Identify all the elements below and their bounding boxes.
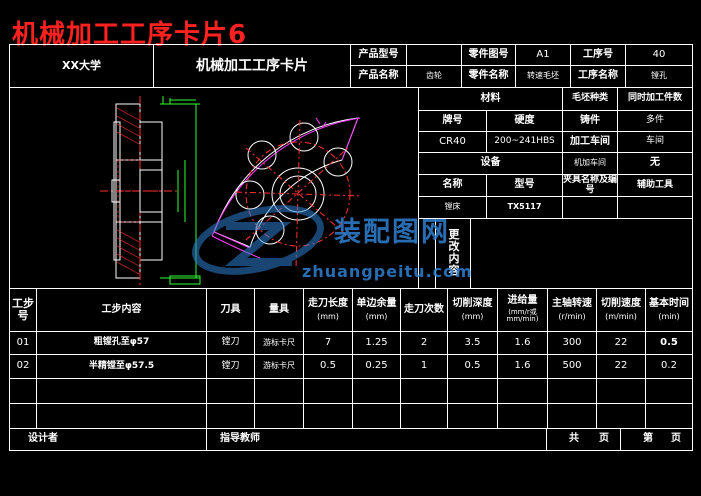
page-no-suffix: 页 xyxy=(671,433,681,445)
step-1-length: 7 xyxy=(324,336,332,348)
designer-label: 设计者 xyxy=(28,433,58,445)
workshop-value: 车间 xyxy=(645,136,664,147)
part-no-value: A1 xyxy=(536,48,550,60)
step-2-speed: 22 xyxy=(614,360,628,372)
same-time-label: 同时加工件数 xyxy=(627,93,682,104)
speed-unit: (m/min) xyxy=(605,311,637,321)
workshop-label: 加工车间 xyxy=(570,135,610,147)
speed-label: 切削速度 xyxy=(601,298,641,310)
step-2-time: 0.2 xyxy=(661,360,677,372)
step-2-content: 半精镗至φ57.5 xyxy=(88,360,155,371)
time-unit: (min) xyxy=(658,311,680,321)
part-name-label: 零件名称 xyxy=(468,70,509,82)
step-2-spindle: 500 xyxy=(562,360,582,372)
process-name-value: 镗孔 xyxy=(651,71,667,81)
total-label: 共 xyxy=(569,433,579,445)
part-name-value: 转速毛坯 xyxy=(527,71,559,81)
process-name-label: 工序名称 xyxy=(578,70,618,82)
blank-type-label: 毛坯种类 xyxy=(571,93,608,104)
card-title: 机械加工工序卡片 xyxy=(196,57,308,74)
material-label: 材料 xyxy=(480,92,501,104)
step-1-allowance: 1.25 xyxy=(365,336,388,348)
feed-label: 进给量 xyxy=(507,295,538,307)
process-no-value: 40 xyxy=(652,48,666,60)
step-2-no: 02 xyxy=(16,360,30,372)
step-2-feed: 1.6 xyxy=(514,360,531,372)
hardness-label: 硬度 xyxy=(514,114,535,126)
content-header: 工步内容 xyxy=(101,303,142,315)
step-1-tool: 镗刀 xyxy=(221,337,240,348)
spindle-unit: (r/min) xyxy=(558,311,586,321)
gear-side-view xyxy=(100,96,201,286)
allowance-label: 单边余量 xyxy=(356,298,397,310)
model-label: 型号 xyxy=(514,179,535,191)
grade-label: 牌号 xyxy=(442,114,463,126)
step-2-allowance: 0.25 xyxy=(365,360,388,372)
process-no-label: 工序号 xyxy=(583,48,613,60)
grade-value: CR40 xyxy=(439,135,466,147)
gauge-header: 量具 xyxy=(269,303,289,315)
time-label: 基本时间 xyxy=(649,298,689,310)
casting-label: 铸件 xyxy=(580,114,600,126)
depth-label: 切削深度 xyxy=(452,298,493,310)
fixture-label: 夹具名称及编号 xyxy=(563,175,618,195)
step-2-length: 0.5 xyxy=(320,360,336,372)
step-1-spindle: 300 xyxy=(562,336,582,348)
allowance-header: 单边余量 (mm) xyxy=(353,289,400,331)
step-2-passes: 1 xyxy=(420,360,428,372)
feed-unit: (mm/r或mm/min) xyxy=(506,307,539,324)
spindle-label: 主轴转速 xyxy=(552,298,592,310)
equip-name-value: 镗床 xyxy=(444,202,461,212)
travel-length-header: 走刀长度 (mm) xyxy=(304,289,352,331)
tool-header: 刀具 xyxy=(220,303,241,315)
product-model-label: 产品型号 xyxy=(358,48,399,60)
product-name-label: 产品名称 xyxy=(358,70,399,82)
change-label: 更改内容 xyxy=(448,227,460,278)
allowance-unit: (mm) xyxy=(365,311,388,321)
watermark-brand: 装配图网 xyxy=(334,217,450,248)
spindle-header: 主轴转速 (r/min) xyxy=(548,289,596,331)
step-1-depth: 3.5 xyxy=(464,336,481,348)
travel-length-label: 走刀长度 xyxy=(308,298,348,310)
equipment-label: 设备 xyxy=(480,157,501,169)
name-label: 名称 xyxy=(442,179,463,191)
product-name-value: 齿轮 xyxy=(426,71,442,81)
step-no-header: 工步号 xyxy=(12,297,34,322)
multi-label: 多件 xyxy=(645,115,664,126)
advisor-label: 指导教师 xyxy=(220,433,260,445)
school-name: XX大学 xyxy=(62,59,101,73)
speed-header: 切削速度 (m/min) xyxy=(597,289,645,331)
none-label: 无 xyxy=(650,157,660,169)
step-2-gauge: 游标卡尺 xyxy=(263,361,295,371)
depth-unit: (mm) xyxy=(461,311,484,321)
step-1-no: 01 xyxy=(16,336,30,348)
step-1-feed: 1.6 xyxy=(514,336,531,348)
step-2-depth: 0.5 xyxy=(464,360,481,372)
step-1-passes: 2 xyxy=(420,336,428,348)
depth-header: 切削深度 (mm) xyxy=(448,289,497,331)
time-header: 基本时间 (min) xyxy=(646,289,692,331)
travel-length-unit: (mm) xyxy=(317,311,339,321)
step-1-time: 0.5 xyxy=(660,336,678,348)
aux-tool-label: 辅助工具 xyxy=(636,179,673,190)
passes-header: 走刀次数 xyxy=(404,303,444,315)
machine-workshop-label: 机加车间 xyxy=(574,158,606,168)
part-no-label: 零件图号 xyxy=(468,48,509,60)
page-no-label: 第 xyxy=(643,433,653,445)
total-page-label: 页 xyxy=(599,433,609,445)
step-1-gauge: 游标卡尺 xyxy=(263,337,295,347)
feed-header: 进给量 (mm/r或mm/min) xyxy=(498,289,547,331)
equip-model-value: TX5117 xyxy=(507,202,542,212)
step-1-speed: 22 xyxy=(614,336,628,348)
step-2-tool: 镗刀 xyxy=(221,360,240,371)
hardness-value: 200~241HBS xyxy=(494,136,555,147)
step-1-content: 粗镗孔至φ57 xyxy=(93,337,150,348)
watermark-url: zhuangpeitu.com xyxy=(302,262,473,281)
